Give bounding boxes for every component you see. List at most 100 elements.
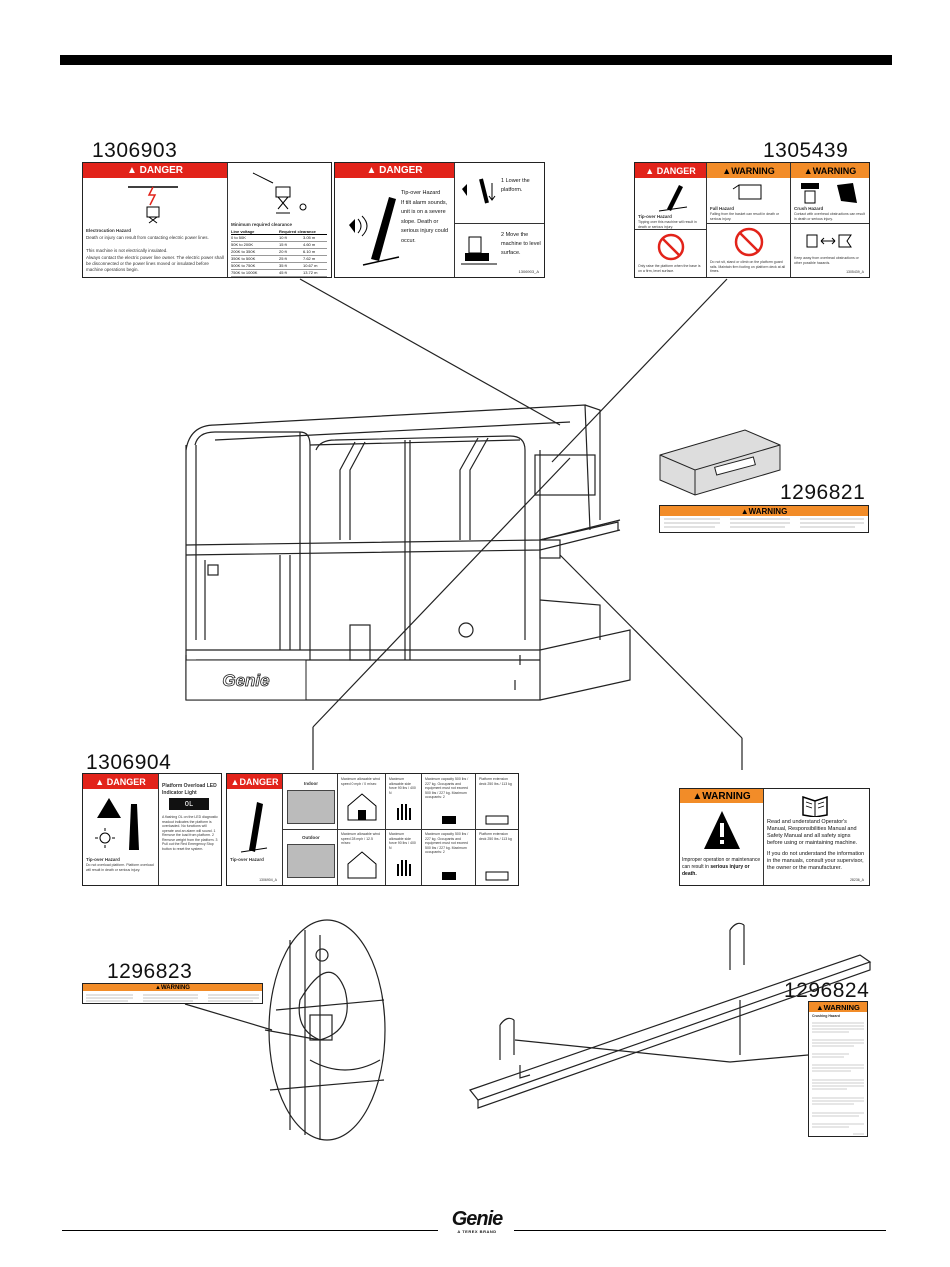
crushing-hazard-title: Crushing Hazard <box>812 1014 841 1018</box>
part-number-1305439: 1305439 <box>763 139 849 162</box>
clearance-cell: 7.62 m <box>303 256 316 261</box>
clearance-cell: 500K to 750K <box>231 263 256 268</box>
clearance-cell: 750K to 1000K <box>231 270 258 275</box>
decal-code: 1305439_A <box>846 270 864 274</box>
decal-1306904-right: ▲DANGER Tip-over Hazard 1306904_A Indoor… <box>226 773 519 886</box>
electrocution-pictogram-icon <box>128 186 178 224</box>
footer-rule-right <box>514 1230 886 1231</box>
danger-header: ▲ DANGER <box>83 163 227 178</box>
control-box-1296821 <box>659 429 781 496</box>
crush-hazard-icon <box>801 183 857 204</box>
tipover-panel: ▲ DANGER Tip-over Hazard If tilt alarm s… <box>335 163 455 277</box>
fall-title: Fall Hazard <box>710 206 735 211</box>
clearance-table: Line voltage Required clearance 0 to 50K… <box>231 229 327 277</box>
table-header-voltage: Line voltage <box>231 229 255 234</box>
lower-platform-icon <box>462 178 496 204</box>
crush-title: Crush Hazard <box>794 206 824 211</box>
capacity-tip-title: Tip-over Hazard <box>230 857 264 862</box>
logo-word: Genie <box>451 1208 504 1230</box>
decal-1296823: ▲WARNING <box>82 983 263 1004</box>
clearance-cell: 50K to 200K <box>231 242 254 247</box>
deck-indoor: Platform extension deck 250 lbs / 113 kg <box>479 777 512 786</box>
fine-print-strip-icon <box>664 518 864 528</box>
wind-indoor: Maximum allowable wind speed 0 mph / 0 m… <box>341 777 380 786</box>
electrocution-text-3: Always contact the electric power line o… <box>86 255 224 272</box>
clearance-cell: 13.72 m <box>303 270 318 275</box>
clearance-cell: 0 to 50K <box>231 235 246 240</box>
clearance-cell: 25 ft <box>279 256 287 261</box>
part-number-1306903: 1306903 <box>92 139 178 162</box>
fall-text: Falling from the basket can result in de… <box>710 212 780 221</box>
capacity-tipover-panel: ▲DANGER Tip-over Hazard 1306904_A <box>227 774 283 885</box>
step-2: 2 Move the machine to level surface. <box>501 232 541 256</box>
outdoor-label: Outdoor <box>302 835 320 840</box>
clearance-cell: 4.60 m <box>303 242 316 247</box>
wind-speed-panel: Maximum allowable wind speed 0 mph / 0 m… <box>338 774 386 885</box>
part-number-1306904: 1306904 <box>86 751 172 774</box>
force-outdoor: Maximum allowable side force 90 lbs / 40… <box>389 832 416 850</box>
indoor-outdoor-panel: Indoor Outdoor <box>283 774 338 885</box>
led-display-value: OL <box>184 800 194 808</box>
wind-outdoor: Maximum allowable wind speed 28 mph / 12… <box>341 832 380 845</box>
tipover-title: Tip-over Hazard <box>401 190 441 196</box>
tipover-instruction: Only raise the platform when the base is… <box>638 264 701 273</box>
clearance-cell: 10.67 m <box>303 263 318 268</box>
deck-icon-outdoor <box>485 871 509 881</box>
clearance-cell: 35 ft <box>279 263 287 268</box>
move-machine-icon <box>461 236 497 265</box>
indoor-label: Indoor <box>304 781 318 786</box>
hand-icon-outdoor <box>397 860 411 876</box>
step-1: 1 Lower the platform. <box>501 178 530 193</box>
electrocution-text-2: This machine is not electrically insulat… <box>86 248 168 253</box>
capacity-outdoor: Maximum capacity 500 lbs / 227 kg. Occup… <box>425 832 469 854</box>
fine-print-column-icon <box>812 1022 864 1135</box>
clearance-cell: 6.10 m <box>303 249 316 254</box>
tipover-text: Tipping over this machine will result in… <box>638 220 697 229</box>
led-indicator-panel: Platform Overload LED Indicator Light OL… <box>159 774 221 885</box>
decal-1306903-right: ▲ DANGER Tip-over Hazard If tilt alarm s… <box>334 162 545 278</box>
tipover-title: Tip-over Hazard <box>638 214 672 219</box>
warning-header: ▲WARNING <box>680 789 763 803</box>
fall-instruction: Do not sit, stand or climb on the platfo… <box>710 260 786 273</box>
danger-header: ▲ DANGER <box>635 163 706 178</box>
danger-header: ▲DANGER <box>227 774 282 789</box>
weight-icon <box>442 816 456 824</box>
genie-logo: Genie A TEREX BRAND <box>447 1209 507 1234</box>
clearance-cell: 15 ft <box>279 242 287 247</box>
warning-triangle-icon <box>704 811 740 849</box>
max-capacity-panel: Maximum capacity 500 lbs / 227 kg. Occup… <box>422 774 476 885</box>
house-icon <box>347 793 377 821</box>
top-rule <box>60 55 892 65</box>
hand-icon <box>397 804 411 820</box>
overload-tip-text: Do not overload platform. Platform overl… <box>86 863 154 872</box>
led-display: OL <box>169 798 209 810</box>
electrocution-panel: ▲ DANGER Electrocution Hazard Death or i… <box>83 163 228 277</box>
leader-line-28236 <box>559 554 743 739</box>
leader-line-1305439 <box>551 278 728 463</box>
danger-header: ▲ DANGER <box>335 163 454 178</box>
warning-header: ▲WARNING <box>707 163 790 178</box>
table-header-clearance: Required clearance <box>279 229 316 234</box>
manual-text-1: Read and understand Operator's Manual, R… <box>767 819 858 846</box>
clearance-cell: 3.05 m <box>303 235 316 240</box>
warning-left-text-bold: serious injury or death. <box>682 864 750 877</box>
side-force-panel: Maximum allowable side force 90 lbs / 40… <box>386 774 422 885</box>
steps-panel: 1 Lower the platform. 2 Move the machine… <box>455 163 544 277</box>
manual-text-2: If you do not understand the information… <box>767 851 865 871</box>
warning-left-text: Improper operation or maintenance can re… <box>682 857 762 878</box>
warning-header: ▲WARNING <box>809 1002 867 1012</box>
danger-header: ▲ DANGER <box>83 774 158 789</box>
decal-1305439: ▲ DANGER Tip-over Hazard Tipping over th… <box>634 162 870 278</box>
no-climb-icon <box>734 227 764 257</box>
capacity-indoor: Maximum capacity 500 lbs / 227 kg. Occup… <box>425 777 469 799</box>
warning-header: ▲WARNING <box>83 984 262 991</box>
tilt-alarm-pictogram-icon <box>349 197 400 266</box>
power-line-pictogram-icon <box>252 172 307 214</box>
clearance-row: 50K to 200K 15 ft 4.60 m <box>231 242 327 249</box>
decal-1296824: ▲WARNING Crushing Hazard <box>808 1001 868 1137</box>
deck-outdoor: Platform extension deck 250 lbs / 113 kg <box>479 832 512 841</box>
clearance-table-title: Minimum required clearance <box>231 222 293 227</box>
overload-tipover-panel: ▲ DANGER Tip-over Hazard Do not overload… <box>83 774 159 885</box>
